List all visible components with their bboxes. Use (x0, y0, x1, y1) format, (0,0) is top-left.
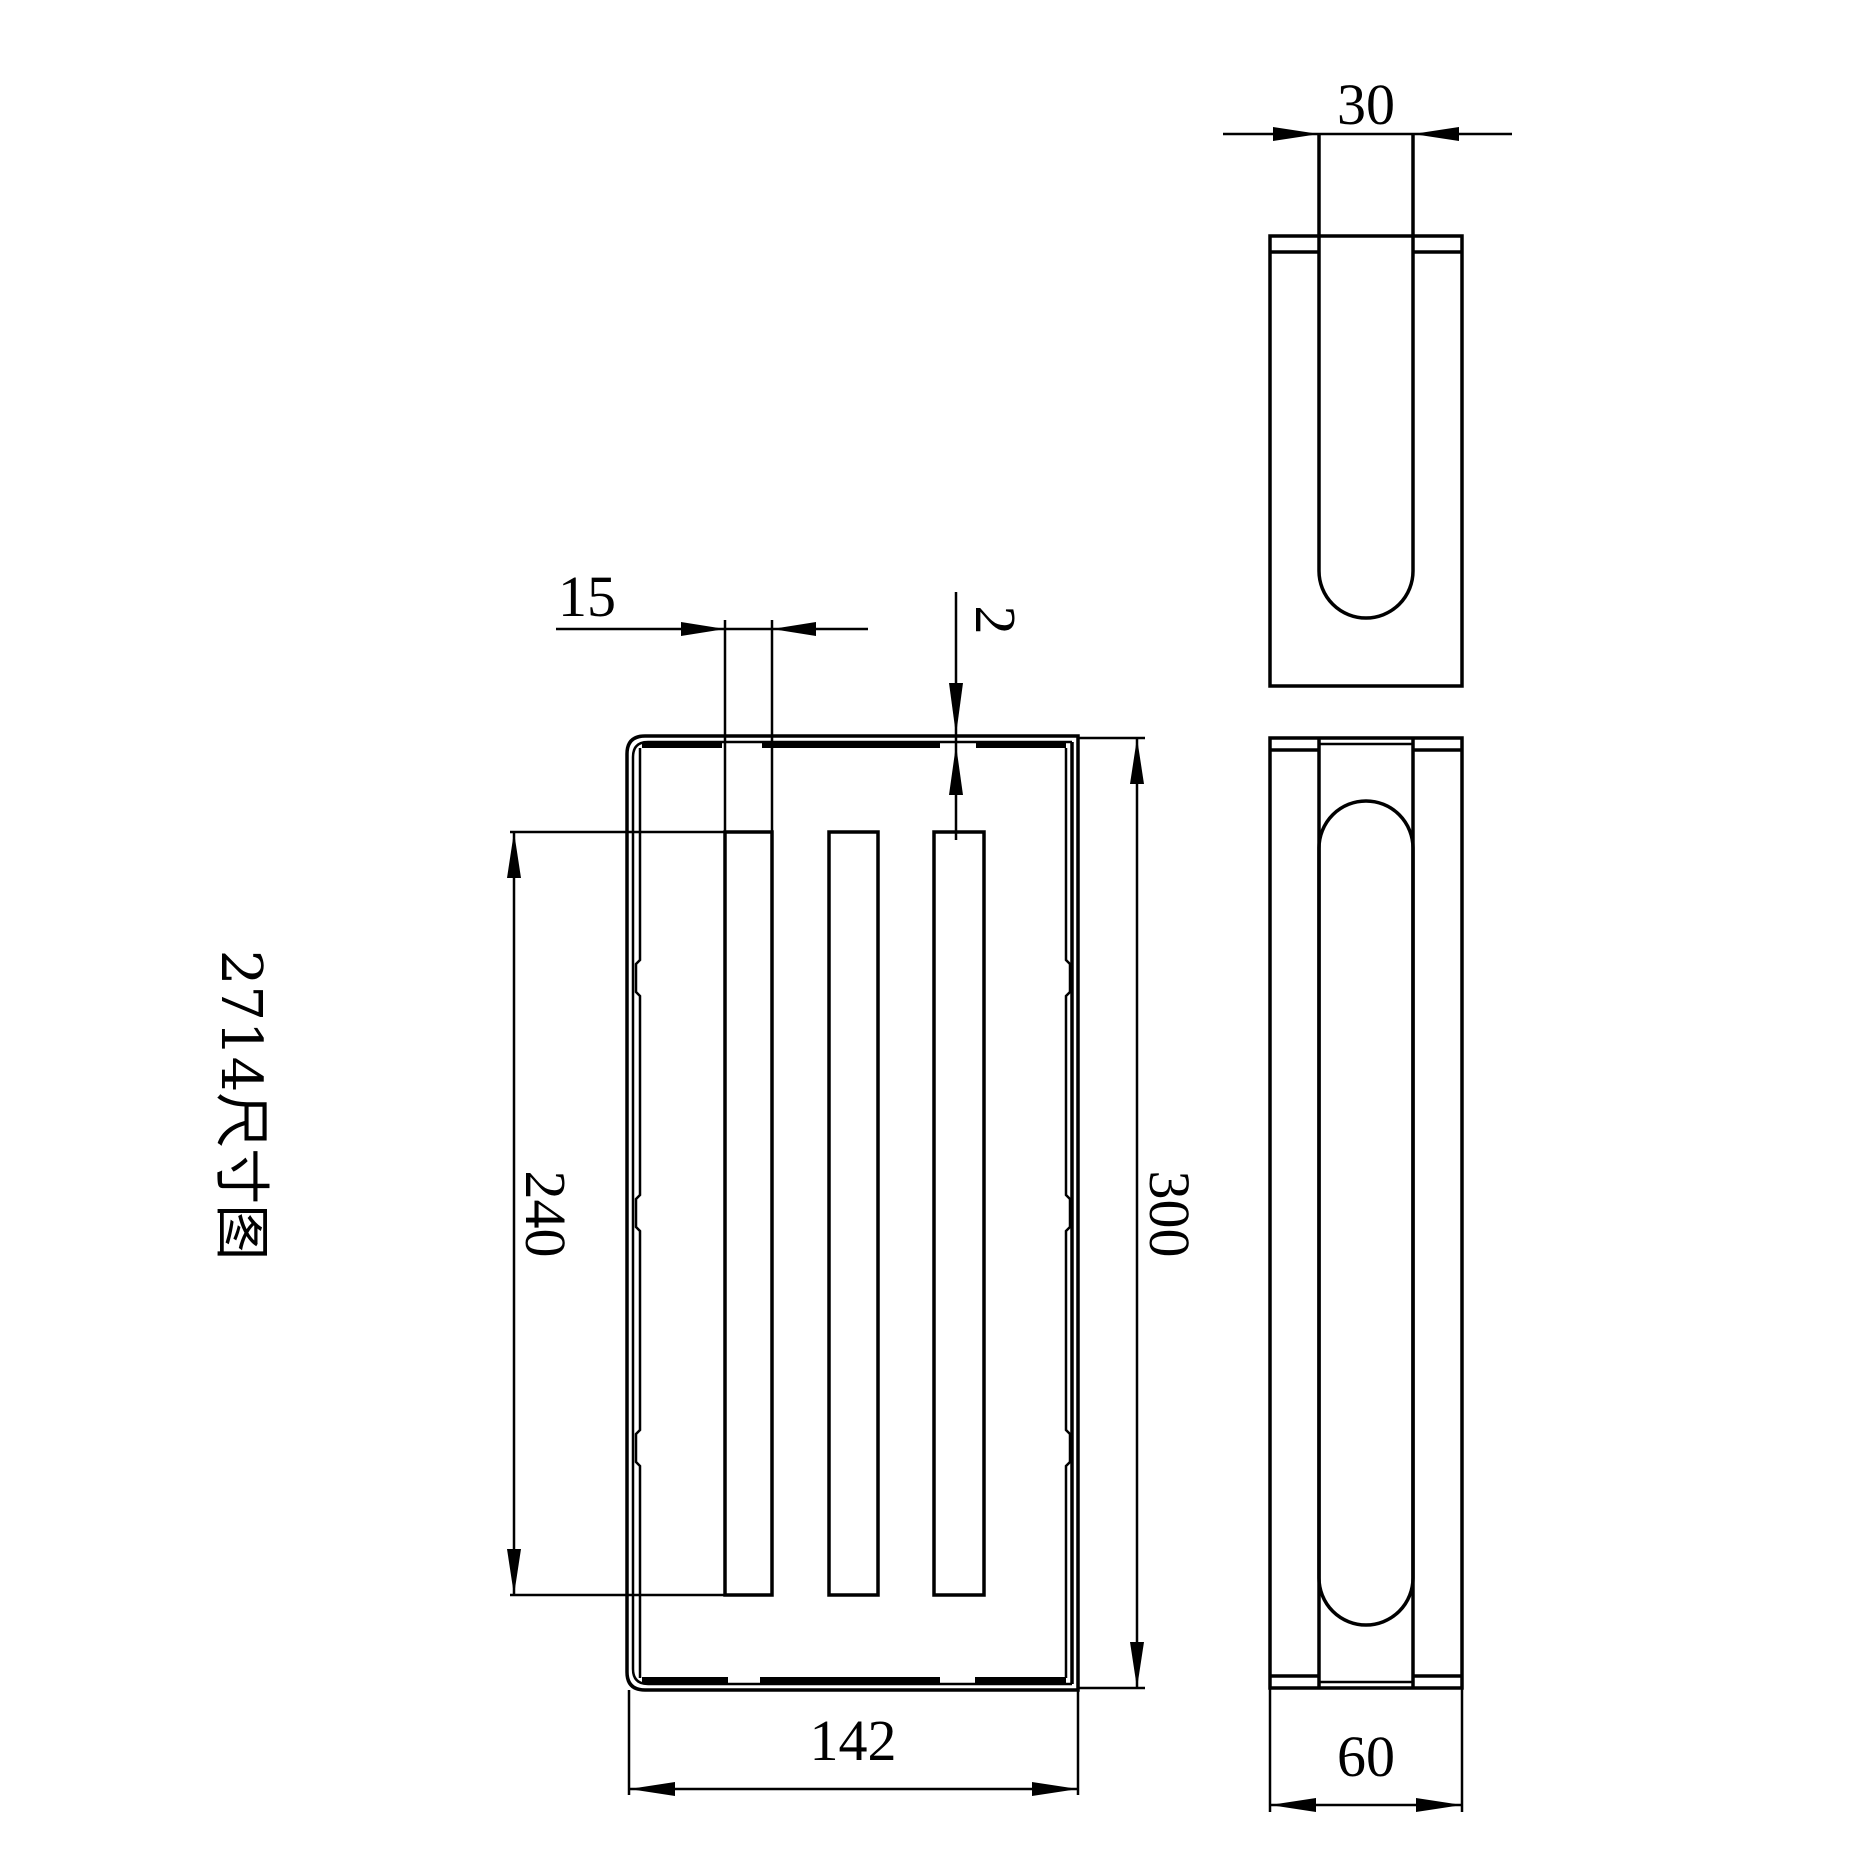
svg-text:30: 30 (1337, 72, 1395, 137)
dimension-slot-width: 15 (556, 564, 868, 832)
dimension-slot-length: 240 (507, 830, 772, 1597)
svg-text:2714尺寸图: 2714尺寸图 (208, 950, 273, 1261)
dimension-inner-width: 30 (1223, 72, 1512, 141)
dimension-overall-length: 300 (1078, 736, 1202, 1690)
slot-2 (827, 830, 880, 1597)
dimension-wall-thickness: 2 (949, 592, 1028, 840)
u-slot-outline (1317, 134, 1415, 620)
front-view (625, 734, 1080, 1692)
capsule-slot-outline (1317, 799, 1415, 1627)
svg-text:142: 142 (810, 1708, 897, 1773)
svg-text:15: 15 (558, 564, 616, 629)
svg-text:300: 300 (1137, 1171, 1202, 1258)
tray-wall-left (634, 748, 642, 1678)
slot-1 (723, 830, 774, 1597)
tray-wall-right (1064, 748, 1072, 1678)
dimension-overall-width: 142 (627, 1690, 1080, 1796)
slot-3 (932, 830, 986, 1597)
dimension-overall-depth: 60 (1268, 1688, 1464, 1812)
tray-outer-frame (625, 734, 1080, 1692)
side-view-bottom (1268, 736, 1464, 1690)
svg-text:60: 60 (1337, 1724, 1395, 1789)
side-view-top (1268, 134, 1464, 688)
svg-text:2: 2 (963, 606, 1028, 635)
svg-text:240: 240 (513, 1171, 578, 1258)
tray-inner-frame (631, 740, 1072, 1686)
drawing-title: 2714尺寸图 (208, 950, 273, 1261)
